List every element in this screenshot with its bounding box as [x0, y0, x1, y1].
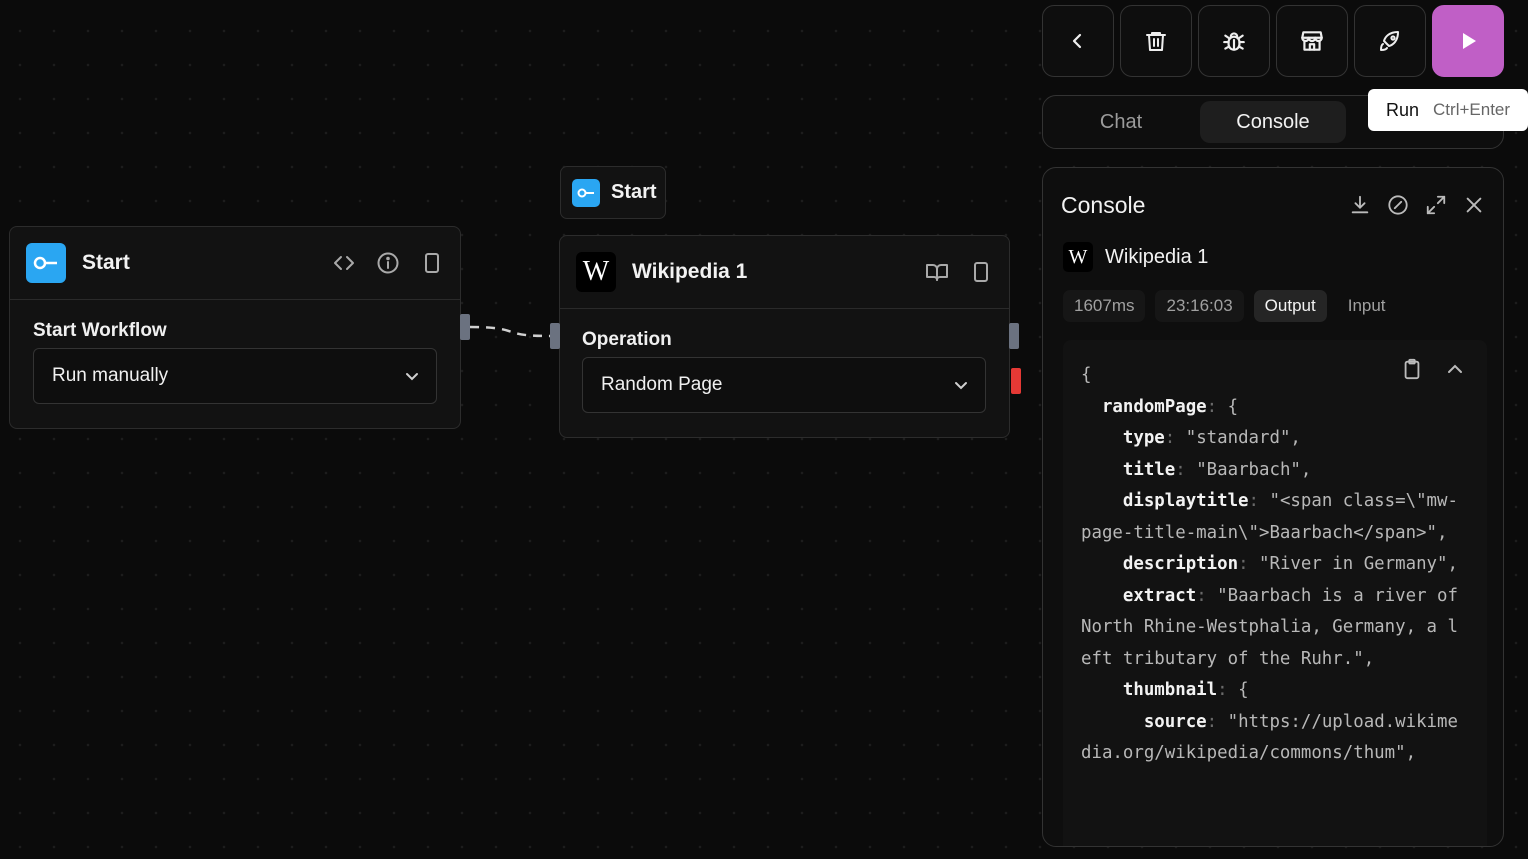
start-key-icon [26, 243, 66, 283]
run-button[interactable] [1432, 5, 1504, 77]
tooltip-label: Run [1386, 99, 1420, 120]
start-tag-key-icon [572, 178, 600, 207]
wikipedia-logo-icon: W [1063, 242, 1093, 272]
start-workflow-label: Start Workflow [33, 320, 167, 341]
operation-select-value: Random Page [601, 374, 723, 395]
play-icon [1456, 29, 1480, 53]
clear-icon[interactable] [1387, 194, 1409, 216]
chevron-down-icon [404, 368, 420, 384]
tab-input[interactable]: Input [1347, 296, 1386, 315]
store-icon [1299, 28, 1325, 54]
start-workflow-select[interactable]: Run manually [33, 348, 437, 404]
deploy-button[interactable] [1354, 5, 1426, 77]
debug-button[interactable] [1198, 5, 1270, 77]
timestamp-badge: 23:16:03 [1155, 290, 1244, 322]
output-json: { randomPage: { type: "standard", title:… [1081, 365, 1458, 763]
start-node[interactable]: Start Start Workflow Run manually [9, 226, 461, 429]
duration-badge: 1607ms [1063, 290, 1146, 322]
start-block-tag[interactable]: Start [560, 166, 666, 219]
operation-label: Operation [582, 329, 672, 350]
console-block-name: Wikipedia 1 [1105, 245, 1209, 268]
tooltip-shortcut: Ctrl+Enter [1433, 100, 1511, 119]
start-output-handle[interactable] [460, 314, 470, 340]
wikipedia-node-title: Wikipedia 1 [632, 260, 748, 283]
tab-chat[interactable]: Chat [1099, 110, 1143, 133]
download-icon[interactable] [1349, 194, 1371, 216]
console-meta-row: 1607ms 23:16:03 Output Input [1063, 290, 1397, 322]
expand-icon[interactable] [1425, 194, 1447, 216]
tab-console[interactable]: Console [1200, 101, 1346, 143]
code-icon[interactable] [332, 251, 356, 275]
back-button[interactable] [1042, 5, 1114, 77]
start-node-title: Start [82, 251, 130, 274]
toggle-layout-icon[interactable] [969, 260, 993, 284]
operation-select[interactable]: Random Page [582, 357, 986, 413]
console-title: Console [1061, 191, 1146, 218]
start-workflow-select-value: Run manually [52, 365, 169, 386]
start-tag-label: Start [611, 181, 657, 203]
output-viewer[interactable]: { randomPage: { type: "standard", title:… [1063, 340, 1487, 846]
close-icon[interactable] [1463, 194, 1485, 216]
chevron-up-icon[interactable] [1445, 358, 1465, 380]
wikipedia-logo-icon: W [576, 252, 616, 292]
run-tooltip: Run Ctrl+Enter [1368, 89, 1528, 131]
chevron-left-icon [1067, 30, 1089, 52]
toggle-layout-icon[interactable] [420, 251, 444, 275]
rocket-icon [1378, 29, 1402, 53]
wikipedia-node-header: W Wikipedia 1 [560, 236, 1009, 309]
book-open-icon[interactable] [925, 260, 949, 284]
start-node-header: Start [10, 227, 460, 300]
info-icon[interactable] [376, 251, 400, 275]
wikipedia-node[interactable]: W Wikipedia 1 Operation Random Page [559, 235, 1010, 438]
console-panel: Console W Wikipedia 1 1607ms 23:16:03 Ou… [1042, 167, 1504, 847]
trash-icon [1144, 29, 1168, 53]
bug-icon [1221, 28, 1247, 54]
chevron-down-icon [953, 377, 969, 393]
wikipedia-output-handle[interactable] [1009, 323, 1019, 349]
wikipedia-input-handle[interactable] [550, 323, 560, 349]
console-block-header: W Wikipedia 1 [1063, 242, 1208, 272]
wikipedia-error-handle[interactable] [1011, 368, 1021, 394]
tab-output[interactable]: Output [1253, 290, 1327, 322]
delete-button[interactable] [1120, 5, 1192, 77]
marketplace-button[interactable] [1276, 5, 1348, 77]
clipboard-icon[interactable] [1401, 358, 1423, 380]
